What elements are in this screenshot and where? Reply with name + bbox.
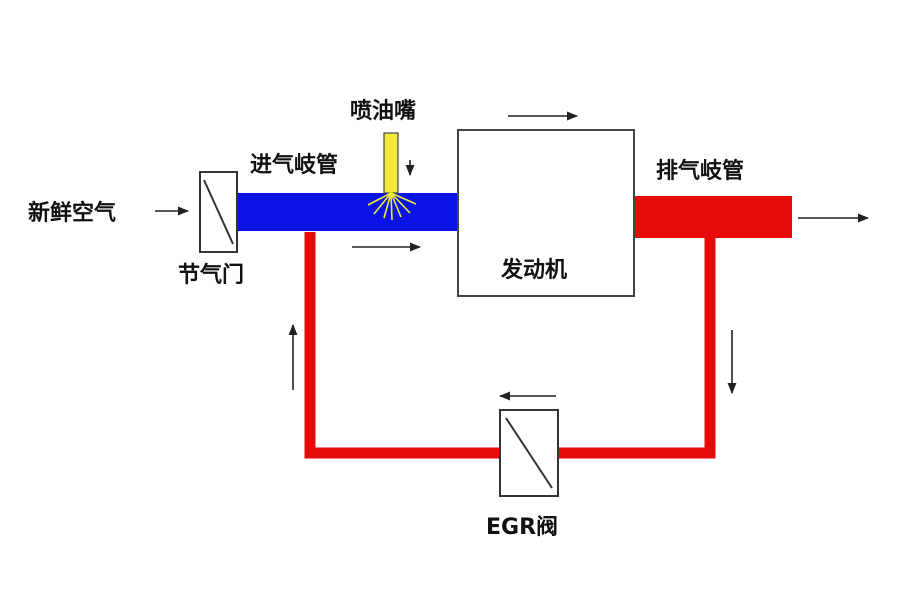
label-fresh-air: 新鲜空气 xyxy=(28,200,116,226)
fuel-injector xyxy=(383,132,399,194)
label-exhaust-manifold: 排气岐管 xyxy=(656,158,744,184)
fuel-spray xyxy=(367,192,417,221)
label-egr-valve: EGR阀 xyxy=(486,515,558,540)
label-throttle: 节气门 xyxy=(178,262,244,288)
intake-manifold-pipe xyxy=(238,193,460,231)
exhaust-manifold-pipe xyxy=(632,196,792,238)
label-intake-manifold: 进气岐管 xyxy=(250,152,338,178)
engine-block xyxy=(457,129,635,297)
throttle-valve xyxy=(199,171,238,253)
egr-valve xyxy=(499,409,559,497)
label-engine: 发动机 xyxy=(500,257,567,283)
label-injector: 喷油嘴 xyxy=(350,99,416,124)
egr-loop-pipe xyxy=(304,232,716,459)
